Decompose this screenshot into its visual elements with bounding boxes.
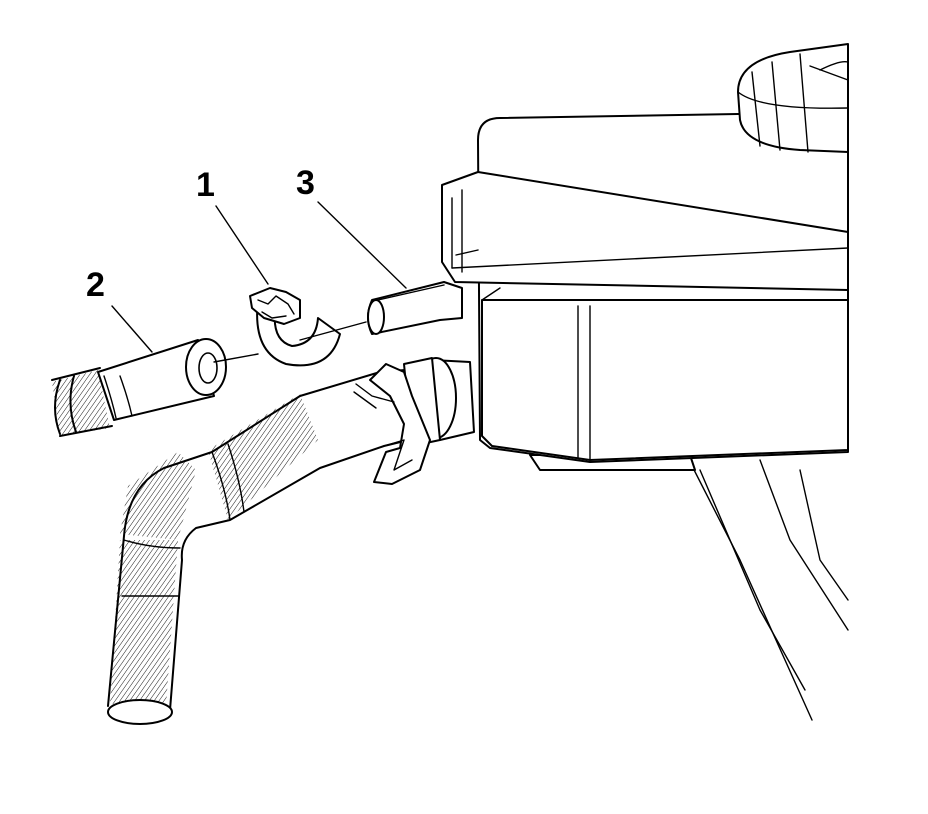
reservoir	[441, 43, 849, 721]
callout-label-1: 1	[196, 166, 215, 204]
hose-section	[51, 338, 227, 437]
reservoir-nipple	[367, 281, 463, 335]
callout-2: 2	[86, 266, 153, 353]
hose-clamp	[249, 287, 341, 367]
callout-1: 1	[196, 166, 269, 285]
installed-hose	[107, 357, 475, 725]
filler-cap	[737, 43, 849, 153]
callout-3: 3	[296, 164, 407, 289]
callout-label-2: 2	[86, 266, 105, 304]
callout-label-3: 3	[296, 164, 315, 202]
alignment-line	[213, 321, 367, 363]
